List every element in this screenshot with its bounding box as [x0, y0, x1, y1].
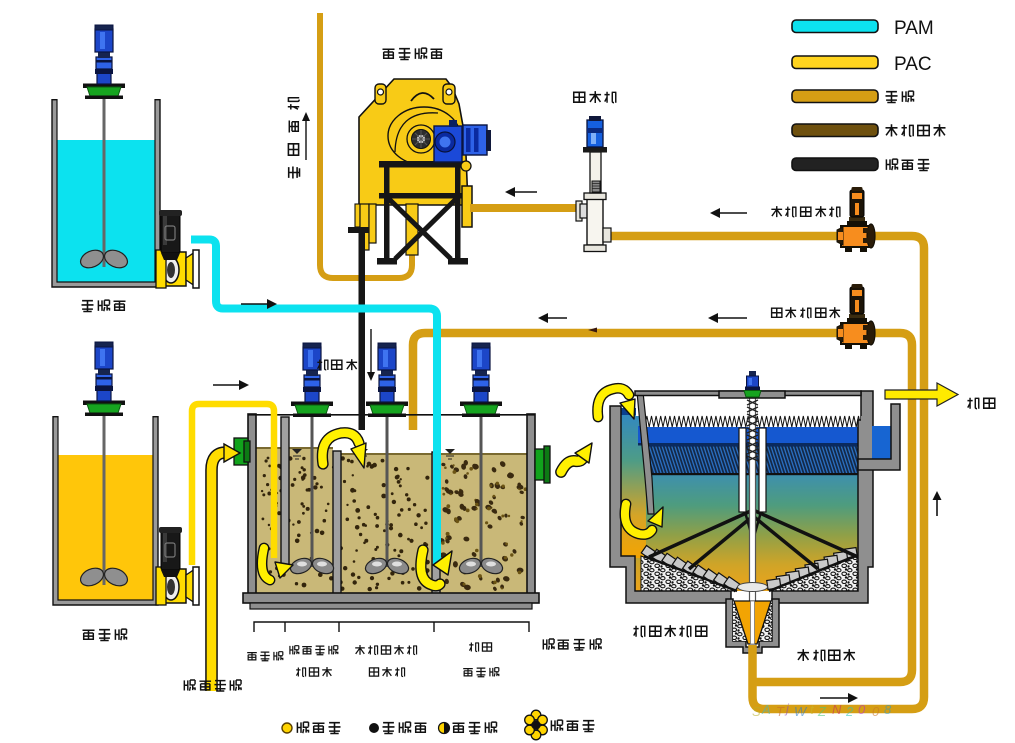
- svg-text:S: S: [752, 704, 761, 719]
- svg-text:N: N: [832, 702, 842, 717]
- svg-text:A: A: [761, 702, 771, 717]
- svg-text:W: W: [794, 704, 808, 719]
- svg-text:8: 8: [884, 702, 892, 717]
- svg-text:t: t: [810, 702, 815, 717]
- svg-text:0: 0: [858, 702, 866, 717]
- svg-text:PAC: PAC: [894, 54, 932, 75]
- svg-text:T: T: [776, 704, 785, 719]
- svg-text:2: 2: [845, 704, 854, 719]
- svg-text:Z: Z: [817, 704, 827, 719]
- svg-text:0: 0: [872, 704, 880, 719]
- svg-text:PAM: PAM: [894, 18, 934, 39]
- svg-text:j: j: [784, 701, 790, 716]
